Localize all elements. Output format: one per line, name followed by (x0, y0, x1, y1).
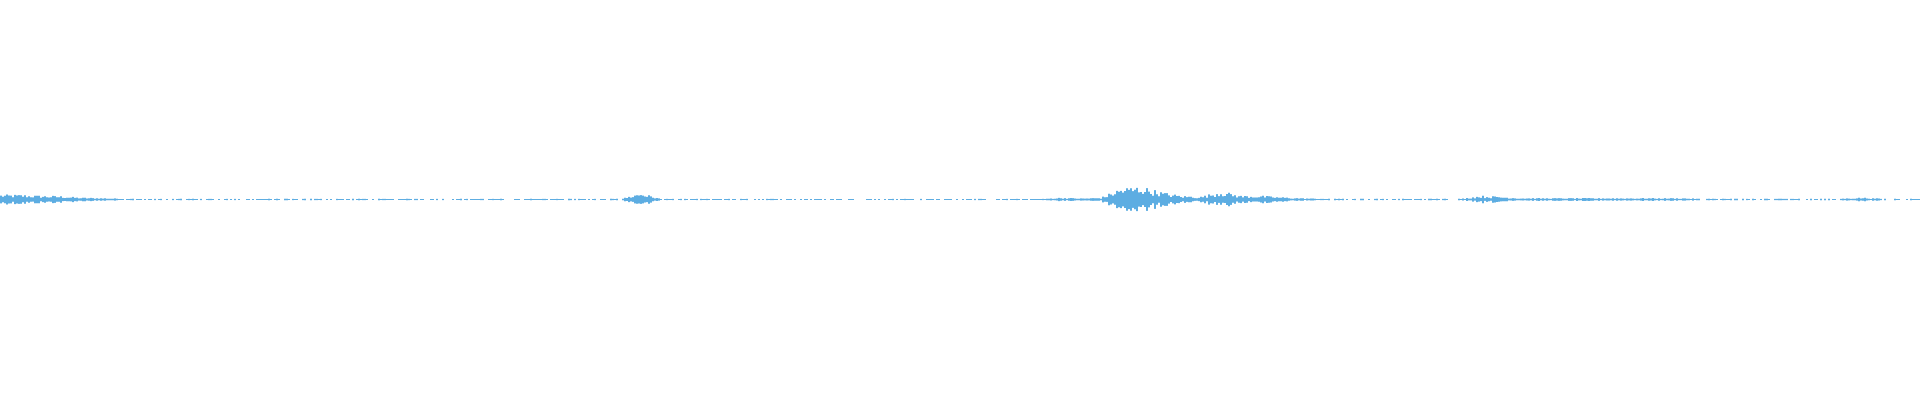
waveform-bars (0, 187, 1920, 212)
waveform-path (0, 187, 1920, 212)
